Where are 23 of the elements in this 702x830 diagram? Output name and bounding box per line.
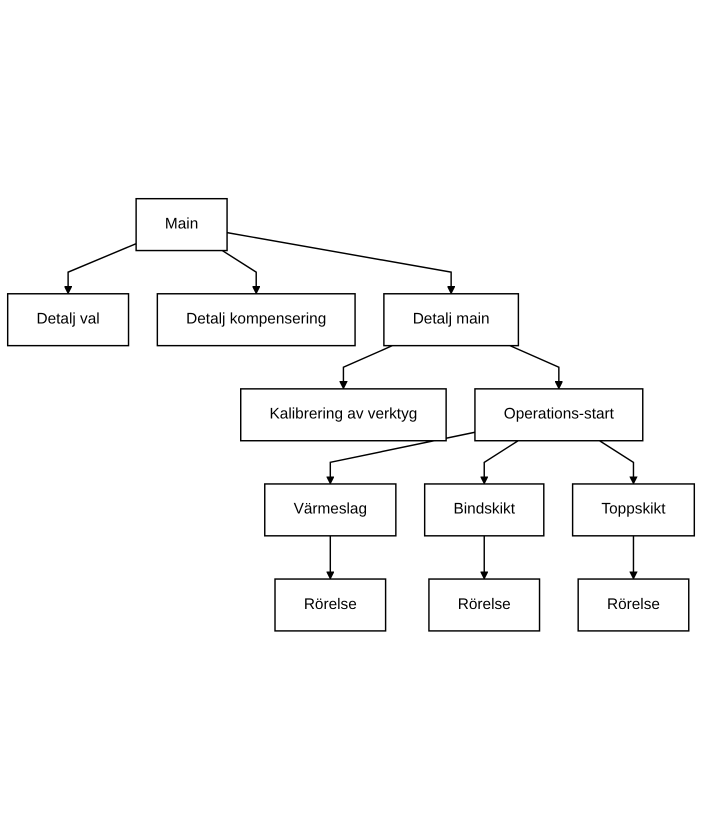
node-box: Rörelse <box>274 578 386 632</box>
node-box: Toppskikt <box>572 483 696 537</box>
node-box: Detalj val <box>6 293 130 347</box>
arrow <box>326 432 476 485</box>
node-box: Värmeslag <box>264 483 397 537</box>
node-box: Main <box>135 198 228 252</box>
node-box: Detalj main <box>383 293 520 347</box>
node-box: Rörelse <box>577 578 690 632</box>
arrow <box>64 243 136 294</box>
arrow <box>480 440 519 485</box>
arrow <box>326 536 335 580</box>
arrow <box>629 536 638 580</box>
arrow <box>599 440 638 485</box>
arrow <box>339 345 393 390</box>
node-box: Detalj kompensering <box>156 293 356 347</box>
node-box: Rörelse <box>428 578 540 632</box>
arrow <box>226 232 456 294</box>
arrow <box>222 250 260 294</box>
node-box: Bindskikt <box>424 483 545 537</box>
arrow <box>510 345 564 390</box>
arrow <box>480 536 488 580</box>
node-box: Operations-start <box>474 388 644 442</box>
node-box: Kalibrering av verktyg <box>240 388 447 442</box>
